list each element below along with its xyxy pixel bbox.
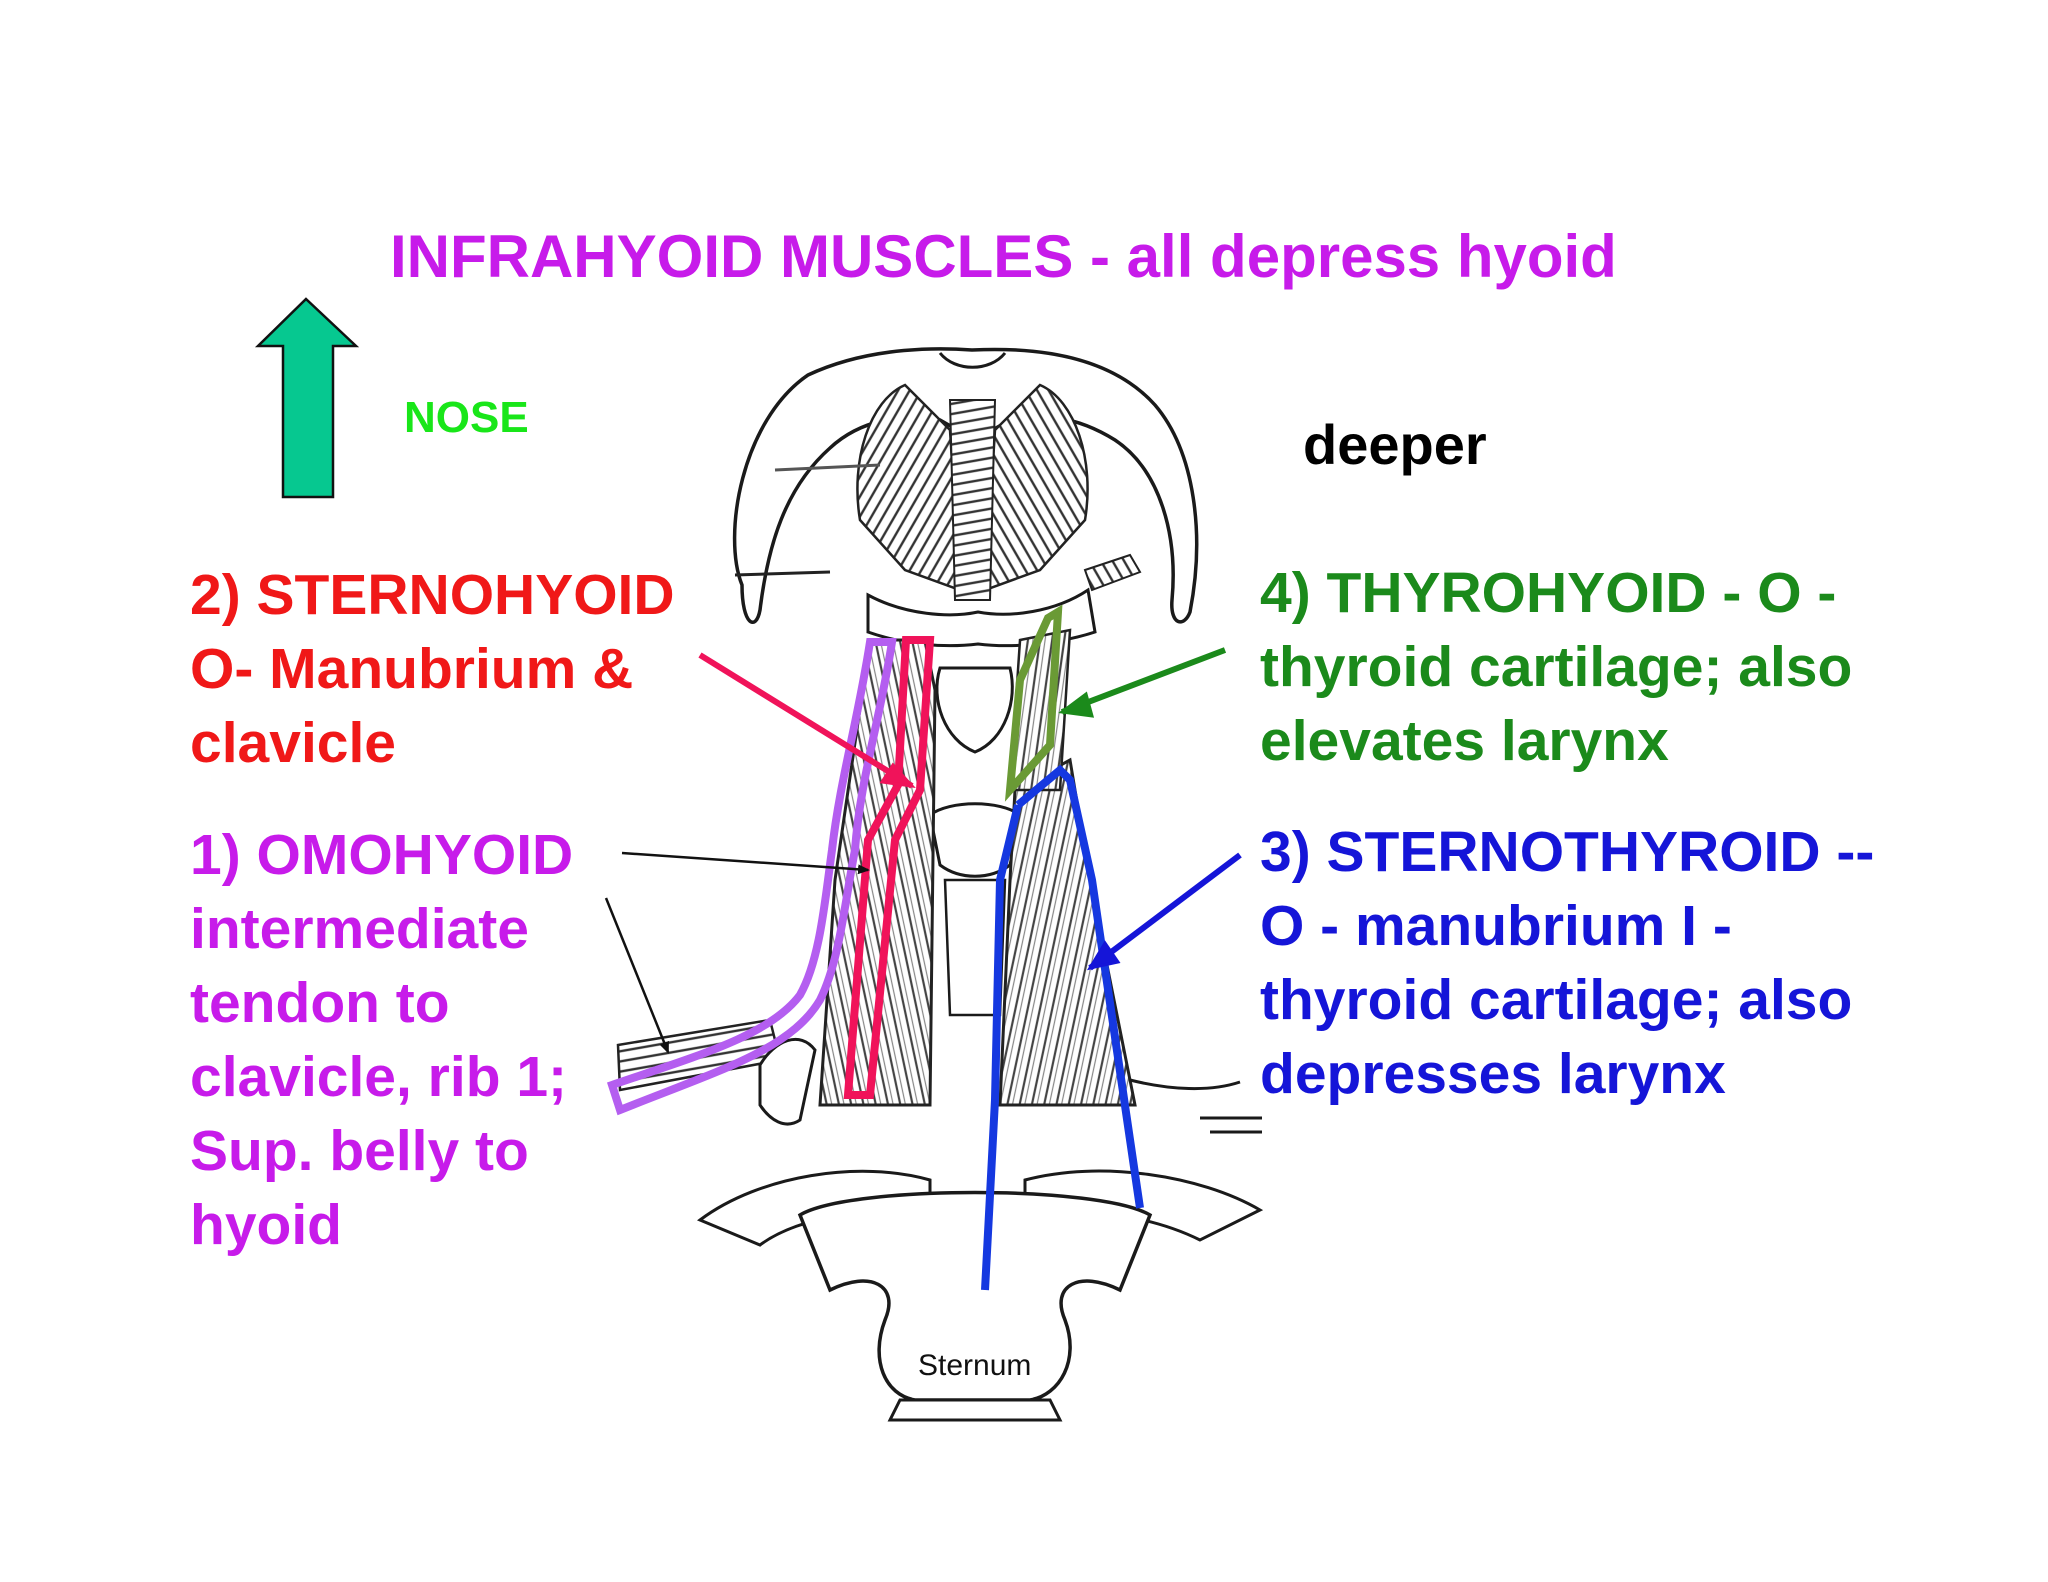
deeper-label: deeper — [1303, 413, 1487, 476]
thyrohyoid-pointer-head — [1058, 691, 1095, 718]
left-digastric-fan — [856, 383, 962, 592]
slide-title: INFRAHYOID MUSCLES - all depress hyoid — [390, 223, 1617, 290]
sternothyroid-line-4: depresses larynx — [1260, 1042, 1726, 1106]
sternohyoid-overlay — [843, 636, 935, 1099]
sternohyoid-label: 2) STERNOHYOID O- Manubrium & clavicle — [190, 558, 675, 780]
sternohyoid-line-1: 2) STERNOHYOID — [190, 563, 675, 627]
omohyoid-line-4: clavicle, rib 1; — [190, 1045, 568, 1109]
omohyoid-line-6: hyoid — [190, 1193, 342, 1257]
right-digastric-fan — [983, 383, 1089, 592]
sternothyroid-line-2: O - manubrium I - — [1260, 894, 1732, 958]
nose-label: NOSE — [404, 393, 529, 442]
mandible — [732, 347, 1199, 624]
omohyoid-line-5: Sup. belly to — [190, 1119, 529, 1183]
sternothyroid-line-3: thyroid cartilage; also — [1260, 968, 1853, 1032]
sternothyroid-overlay — [981, 764, 1144, 1291]
omohyoid-line-1: 1) OMOHYOID — [190, 823, 574, 887]
omohyoid-overlay — [606, 638, 897, 1116]
pointer-line-upper — [774, 463, 881, 472]
omohyoid-pointer-lower — [604, 897, 670, 1054]
left-clavicle-stub — [758, 1037, 817, 1126]
right-clavicle-strokes — [1129, 1078, 1262, 1134]
thyroid-cartilage — [935, 666, 1014, 754]
thyrohyoid-line-3: elevates larynx — [1260, 709, 1669, 773]
omohyoid-line-2: intermediate — [190, 897, 529, 961]
omohyoid-line-3: tendon to — [190, 971, 450, 1035]
sternum-body — [887, 1398, 1063, 1422]
thyrohyoid-line-2: thyroid cartilage; also — [1260, 635, 1853, 699]
right-strap-muscles — [998, 757, 1137, 1107]
omohyoid-label: 1) OMOHYOID intermediate tendon to clavi… — [190, 818, 573, 1262]
sternum-label: Sternum — [918, 1349, 1031, 1382]
sternohyoid-pointer-head — [879, 762, 916, 789]
sternothyroid-line-1: 3) STERNOTHYROID -- — [1260, 820, 1875, 884]
sternohyoid-line-2: O- Manubrium & — [190, 637, 634, 701]
thyrohyoid-overlay — [1004, 604, 1063, 802]
sternohyoid-line-3: clavicle — [190, 711, 397, 775]
sternothyroid-pointer-head — [1086, 940, 1121, 971]
hyoid-greater-horn-right — [1083, 553, 1142, 592]
sternothyroid-label: 3) STERNOTHYROID -- O - manubrium I - th… — [1260, 815, 1874, 1111]
up-arrow-icon — [254, 297, 360, 499]
thyrohyoid-line-1: 4) THYROHYOID - O - — [1260, 561, 1837, 625]
chin-notch — [938, 352, 1007, 369]
sternohyoid-pointer — [698, 652, 914, 789]
omohyoid-pointer-upper — [621, 851, 870, 875]
pointer-line-hyoid — [734, 570, 831, 577]
manubrium — [797, 1190, 1153, 1402]
thyrohyoid-label: 4) THYROHYOID - O - thyroid cartilage; a… — [1260, 556, 1852, 778]
mylohyoid — [948, 399, 997, 601]
sternothyroid-pointer — [1088, 852, 1242, 971]
